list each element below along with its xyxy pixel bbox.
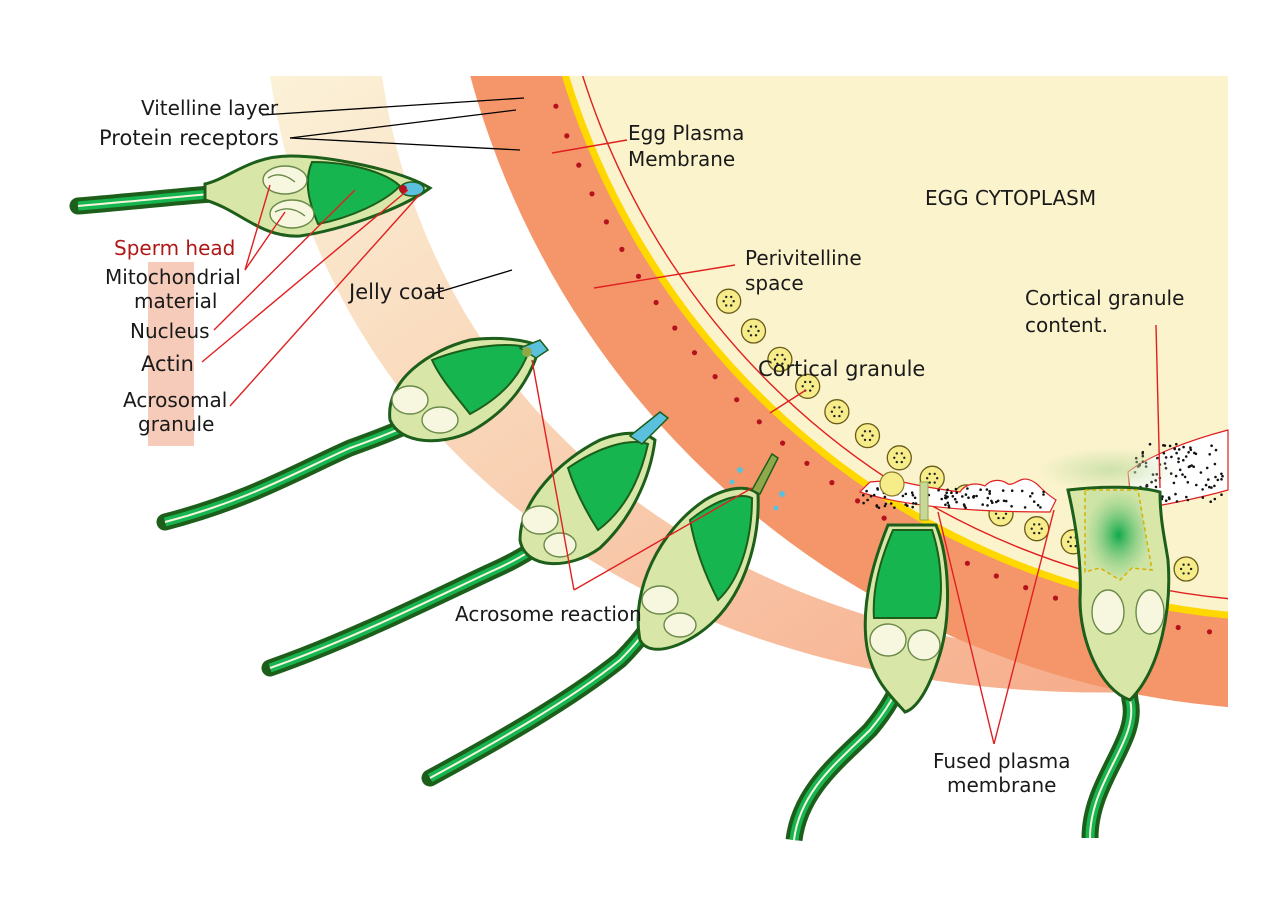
label-protein-receptors: Protein receptors — [99, 126, 279, 150]
receptor-dot — [1206, 629, 1213, 635]
sperm-incorporated — [1040, 448, 1180, 839]
label-acrosomal: Acrosomal — [123, 388, 227, 412]
label-cortical-granule-content-2: content. — [1025, 313, 1108, 337]
label-cortical-granule: Cortical granule — [758, 357, 925, 381]
receptor-dot — [804, 460, 810, 466]
receptor-dot — [576, 162, 582, 168]
receptor-dot — [635, 273, 642, 279]
label-jelly-coat: Jelly coat — [347, 280, 444, 304]
receptor-dot — [619, 246, 625, 252]
label-egg-plasma-membrane: Egg Plasma — [628, 121, 744, 145]
cortical-granule-icon — [716, 288, 742, 314]
sperm-in-jelly-coat — [156, 336, 550, 531]
sperm-fusing — [785, 481, 949, 842]
label-nucleus: Nucleus — [130, 319, 210, 343]
label-mitochondrial: Mitochondrial — [105, 265, 241, 289]
label-egg-plasma-membrane-2: Membrane — [628, 147, 735, 171]
cortical-granule-icon — [1173, 556, 1199, 582]
receptor-dot — [881, 515, 887, 521]
labels: Vitelline layer Protein receptors Egg Pl… — [99, 96, 1184, 797]
receptor-dot — [672, 325, 678, 331]
receptor-dot — [691, 350, 698, 356]
receptor-dot — [1052, 595, 1059, 601]
label-actin: Actin — [141, 352, 194, 376]
cortical-granule-icon — [886, 445, 912, 471]
receptor-dot — [1270, 634, 1275, 639]
receptor-dot — [553, 103, 559, 109]
cortical-granule-icon — [824, 399, 850, 425]
cortical-granule-icon — [740, 318, 767, 344]
label-perivitelline: Perivitelline — [745, 246, 862, 270]
releasing-granule — [879, 471, 905, 497]
receptor-dot — [1023, 585, 1029, 591]
label-fused-plasma-membrane-2: membrane — [947, 773, 1056, 797]
label-vitelline-layer: Vitelline layer — [141, 96, 279, 120]
label-cortical-granule-content: Cortical granule — [1025, 286, 1184, 310]
receptor-dot — [829, 480, 835, 486]
label-acrosomal-2: granule — [138, 412, 214, 436]
leader-lines — [201, 97, 1161, 745]
label-mitochondrial-2: material — [134, 289, 217, 313]
receptor-dot — [1175, 624, 1181, 631]
label-acrosome-reaction: Acrosome reaction — [455, 602, 642, 626]
label-sperm-head: Sperm head — [114, 236, 235, 260]
sperm-nucleus — [306, 160, 402, 226]
receptor-dot — [564, 133, 570, 139]
cortical-granule-icon — [854, 422, 881, 449]
receptor-dot — [712, 374, 718, 380]
label-fused-plasma-membrane: Fused plasma — [933, 749, 1071, 773]
sperm-head-highlight — [148, 262, 194, 446]
receptor-dot — [964, 560, 971, 566]
receptor-dot — [1238, 632, 1243, 637]
sperm-acrosome-reaction — [261, 411, 670, 677]
receptor-dot — [734, 397, 740, 403]
cortical-granule-icon — [767, 346, 793, 373]
cortical-granule-icon — [1024, 516, 1050, 542]
label-egg-cytoplasm: EGG CYTOPLASM — [925, 186, 1096, 210]
receptor-dot — [780, 440, 786, 446]
label-perivitelline-2: space — [745, 271, 804, 295]
receptor-dot — [653, 299, 659, 306]
receptor-dot — [993, 573, 999, 579]
mitochondria-icon — [262, 165, 315, 229]
receptor-dot — [855, 498, 861, 504]
sperm-penetrating — [421, 452, 785, 787]
receptor-dot — [589, 191, 595, 197]
receptor-dot — [756, 419, 762, 425]
receptor-dot — [603, 219, 610, 225]
